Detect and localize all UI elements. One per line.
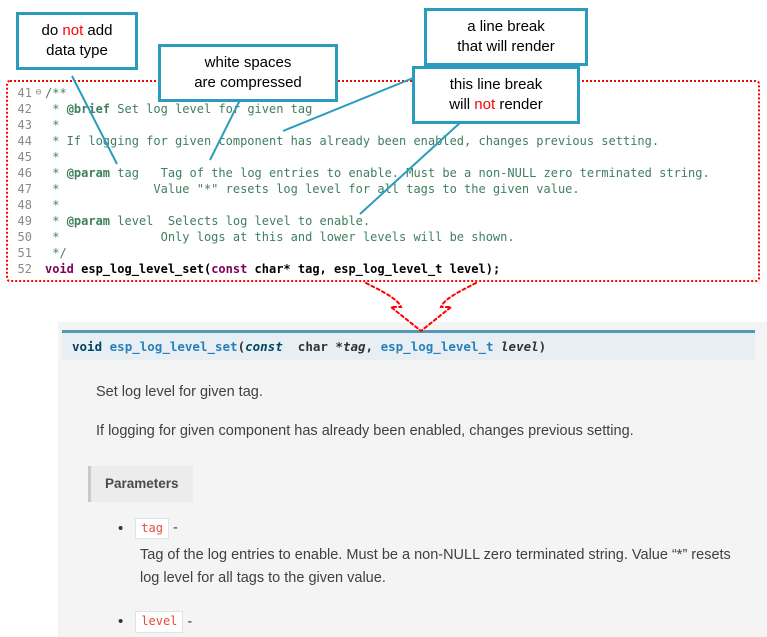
function-signature: void esp_log_level_set(const char *tag, …	[62, 330, 755, 360]
param-separator: -	[172, 519, 178, 536]
fold-gutter	[32, 165, 45, 181]
callout-line: that will render	[457, 38, 555, 55]
param-item: • level - Selects log level to enable. O…	[118, 611, 743, 637]
fold-gutter	[32, 213, 45, 229]
fold-gutter	[32, 181, 45, 197]
line-number: 43	[17, 118, 32, 132]
code-text: *	[45, 198, 60, 212]
code-line: 49 * @param level Selects log level to e…	[12, 213, 756, 229]
code-text: *	[45, 118, 60, 132]
line-number: 50	[17, 230, 32, 244]
param-item: • tag - Tag of the log entries to enable…	[118, 517, 743, 590]
callout-line: data type	[46, 42, 108, 59]
code-line: 43 *	[12, 117, 756, 133]
param-description: Tag of the log entries to enable. Must b…	[140, 547, 731, 586]
callout-break-norender: this line break will not render	[412, 66, 580, 124]
code-text: * Only logs at this and lower levels wil…	[45, 230, 515, 244]
param-separator: -	[187, 613, 193, 630]
code-text: void esp_log_level_set(const char* tag, …	[45, 262, 501, 276]
code-text: * @brief Set log level for given tag	[45, 102, 313, 116]
line-number: 47	[17, 182, 32, 196]
code-line: 48 *	[12, 197, 756, 213]
line-number: 51	[17, 246, 32, 260]
code-text: * @param tag Tag of the log entries to e…	[45, 166, 710, 180]
line-number: 48	[17, 198, 32, 212]
code-text: * If logging for given component has alr…	[45, 134, 660, 148]
fold-gutter	[32, 133, 45, 149]
line-number: 44	[17, 134, 32, 148]
parameters-label: Parameters	[88, 466, 193, 502]
code-line: 42 * @brief Set log level for given tag	[12, 101, 756, 117]
fold-marker-icon: ⊖	[35, 87, 42, 98]
bullet-icon: •	[118, 519, 124, 537]
code-editor-block: 41⊖/** 42 * @brief Set log level for giv…	[6, 80, 760, 282]
param-head: • level -	[118, 611, 743, 633]
code-line: 47 * Value "*" resets log level for all …	[12, 181, 756, 197]
brief-text: Set log level for given tag.	[96, 384, 263, 400]
code-line: 46 * @param tag Tag of the log entries t…	[12, 165, 756, 181]
callout-line: white spaces	[204, 54, 292, 71]
callout-break-render: a line break that will render	[424, 8, 588, 66]
fold-gutter	[32, 101, 45, 117]
description-text: If logging for given component has alrea…	[96, 423, 634, 440]
param-name-literal: tag	[135, 517, 169, 540]
line-number: 45	[17, 150, 32, 164]
code-text: *	[45, 150, 60, 164]
doc-body: Set log level for given tag. If logging …	[58, 360, 767, 637]
callout-line: do not add	[41, 22, 113, 39]
callout-line: are compressed	[194, 74, 302, 91]
code-text: */	[45, 246, 67, 260]
code-line: 51 */	[12, 245, 756, 261]
code-text: * @param level Selects log level to enab…	[45, 214, 371, 228]
param-head: • tag -	[118, 517, 743, 540]
bullet-icon: •	[118, 613, 124, 631]
fold-gutter	[32, 117, 45, 133]
fold-gutter	[32, 229, 45, 245]
code-line: 50 * Only logs at this and lower levels …	[12, 229, 756, 245]
code-line: 52 void esp_log_level_set(const char* tag…	[12, 261, 756, 277]
callout-no-datatype: do not add data type	[16, 12, 138, 70]
code-text: * Value "*" resets log level for all tag…	[45, 182, 580, 196]
rendered-docs-panel: void esp_log_level_set(const char *tag, …	[58, 322, 767, 637]
callout-line: will not render	[449, 96, 543, 113]
code-line: 44 * If logging for given component has …	[12, 133, 756, 149]
line-number: 52	[17, 262, 32, 276]
fold-gutter	[32, 261, 45, 277]
code-lines: 41⊖/** 42 * @brief Set log level for giv…	[12, 85, 756, 277]
fold-gutter	[32, 149, 45, 165]
line-number: 49	[17, 214, 32, 228]
line-number: 42	[17, 102, 32, 116]
param-name-literal: level	[135, 611, 184, 633]
line-number: 41	[17, 86, 32, 100]
line-number: 46	[17, 166, 32, 180]
parameters-list: • tag - Tag of the log entries to enable…	[96, 517, 743, 637]
callout-whitespace: white spaces are compressed	[158, 44, 338, 102]
fold-gutter	[32, 245, 45, 261]
fold-gutter	[32, 197, 45, 213]
code-line: 45 *	[12, 149, 756, 165]
code-text: /**	[45, 86, 67, 100]
callout-line: this line break	[449, 76, 543, 93]
callout-line: a line break	[467, 18, 545, 35]
code-line: 41⊖/**	[12, 85, 756, 101]
